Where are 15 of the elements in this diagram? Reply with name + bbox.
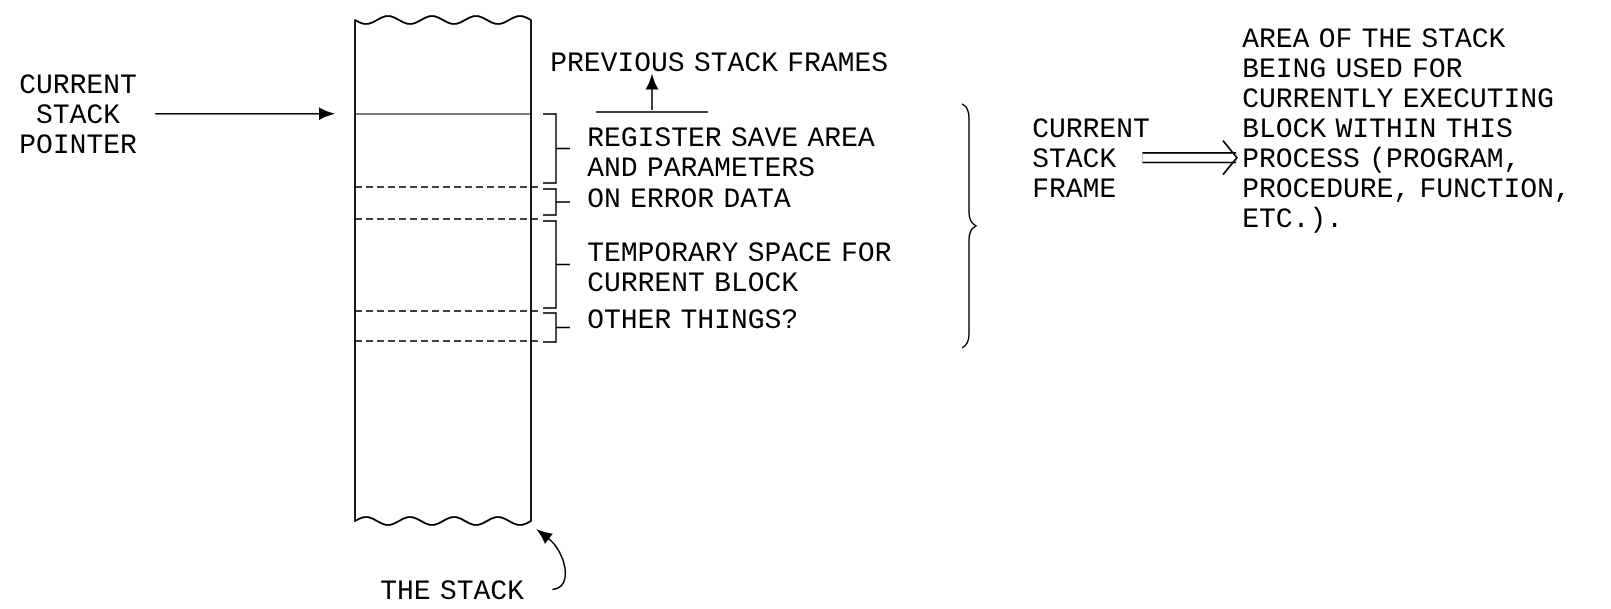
description-text: AREA OF THE STACK BEING USED FOR CURRENTLY EXECUTING BLOCK WITHIN THIS PROCESS (PROGRAM, PROCEDURE, FUNCTION, ETC.). [1242,28,1564,233]
arrow [646,75,658,111]
frame-label: CURRENT STACK FRAME [1033,118,1149,197]
boundary-line [595,111,709,113]
curved-arrow [537,530,567,591]
annotation-text: OTHER THINGS? [588,309,796,329]
pointer-arrow [154,107,333,120]
annotation-text: REGISTER SAVE AREA AND PARAMETERS [587,127,875,177]
double-arrow [1142,139,1238,176]
stack-column [354,15,541,526]
annotation-text: PREVIOUS STACK FRAMES [552,52,887,72]
annotation-text: TEMPORARY SPACE FOR CURRENT BLOCK [588,242,891,292]
annotation-text: ON ERROR DATA [588,188,791,208]
stack-label: THE STACK [381,580,524,600]
pointer-label: CURRENT STACK POINTER [20,74,137,154]
